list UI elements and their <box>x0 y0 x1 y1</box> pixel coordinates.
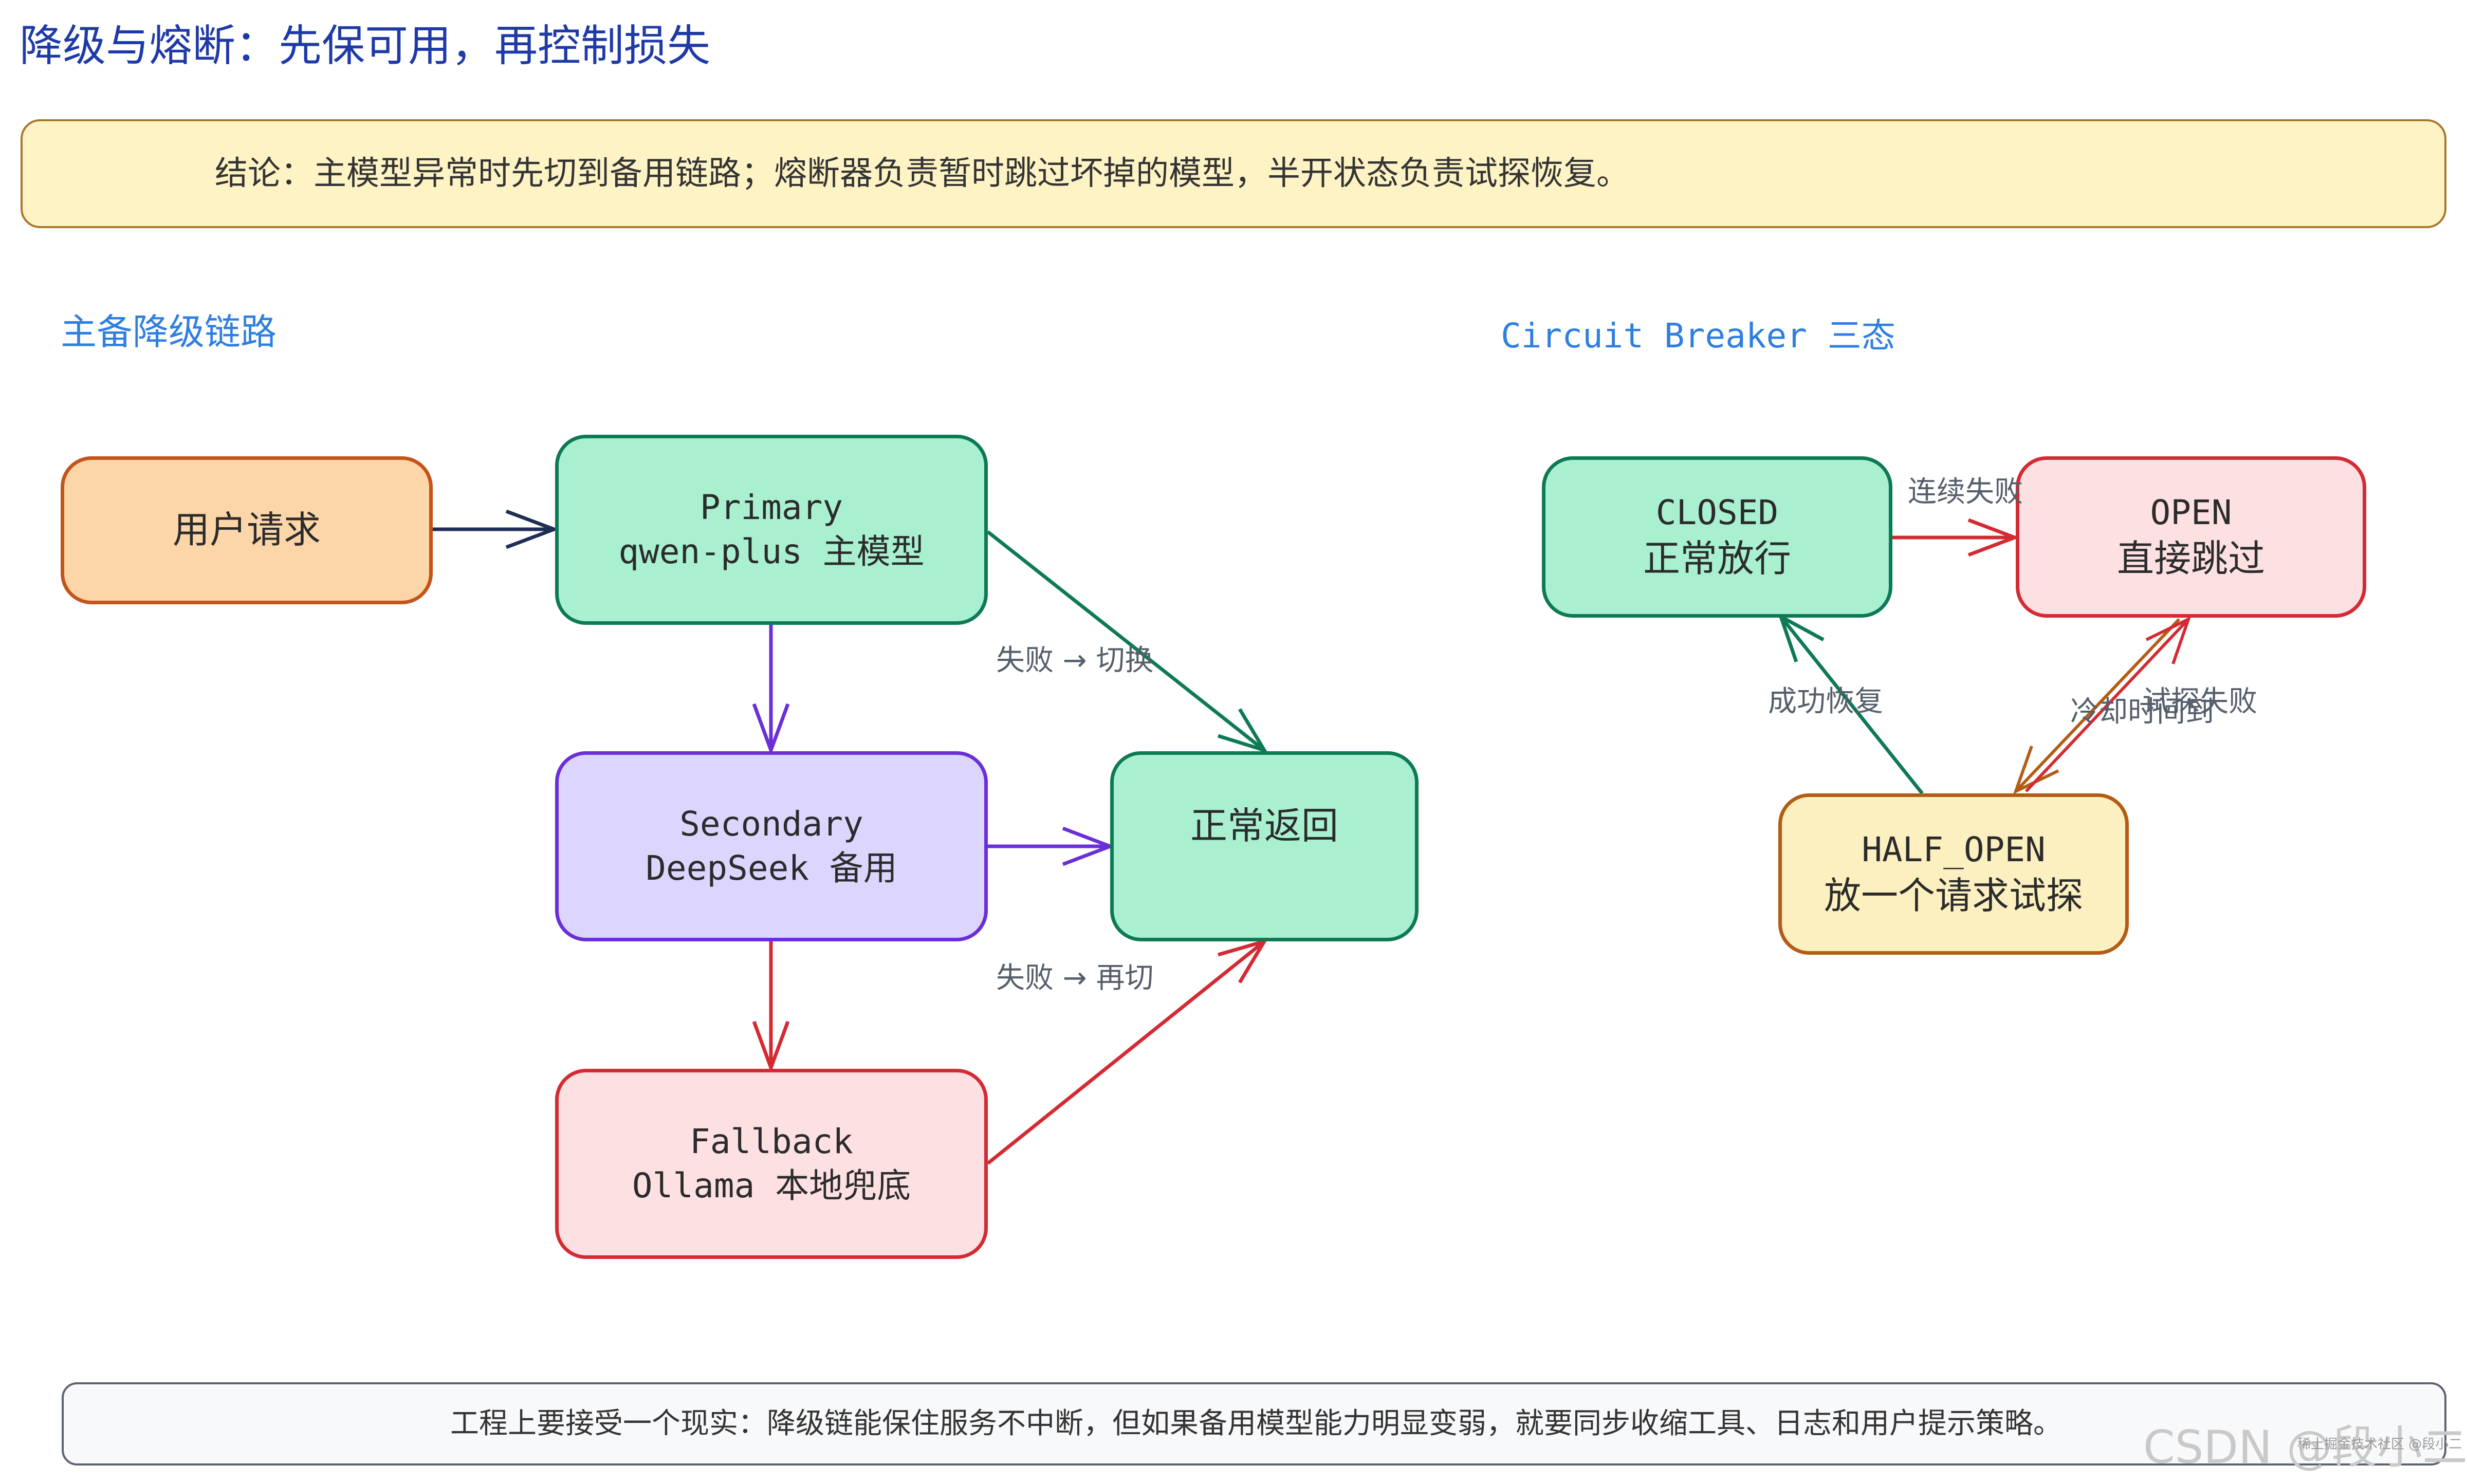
conclusion-banner: 结论：主模型异常时先切到备用链路；熔断器负责暂时跳过坏掉的模型，半开状态负责试探… <box>21 119 2446 228</box>
edge-primary-to-secondary <box>752 625 790 756</box>
edge-label-cooldown-expired: 冷却时间到 <box>2070 695 2214 729</box>
edge-label-probe-fail: 试探失败 <box>2142 685 2257 718</box>
watermark-small: 稀土掘金技术社区 @段小二 <box>2297 1437 2462 1452</box>
right-section-title: Circuit Breaker 三态 <box>1501 316 1895 356</box>
node-closed-line2: 正常放行 <box>1643 537 1791 581</box>
node-open-line2: 直接跳过 <box>2116 537 2265 581</box>
node-secondary[interactable]: Secondary DeepSeek 备用 <box>555 751 988 941</box>
edge-label-consecutive-fail: 连续失败 <box>1908 475 2023 509</box>
node-primary-line2: qwen-plus 主模型 <box>618 532 925 571</box>
edge-label-recover-success: 成功恢复 <box>1768 685 1883 718</box>
node-fallback[interactable]: Fallback Ollama 本地兜底 <box>555 1069 988 1259</box>
edge-fallback-to-normal <box>986 938 1268 1165</box>
node-normal-return-label: 正常返回 <box>1190 804 1338 847</box>
node-half-open-line1: HALF_OPEN <box>1862 830 2046 870</box>
footer-note-text: 工程上要接受一个现实：降级链能保住服务不中断，但如果备用模型能力明显变弱，就要同… <box>450 1407 2062 1440</box>
edge-user-to-primary <box>432 509 559 549</box>
node-normal-return[interactable]: 正常返回 <box>1110 751 1419 941</box>
node-closed-line1: CLOSED <box>1655 493 1779 533</box>
edge-secondary-to-normal <box>987 826 1115 866</box>
node-user-request-label: 用户请求 <box>172 508 321 552</box>
node-secondary-line2: DeepSeek 备用 <box>646 848 897 888</box>
node-half-open-line2: 放一个请求试探 <box>1824 874 2083 918</box>
node-secondary-line1: Secondary <box>679 804 863 844</box>
conclusion-text: 结论：主模型异常时先切到备用链路；熔断器负责暂时跳过坏掉的模型，半开状态负责试探… <box>215 155 1629 193</box>
edge-closed-to-open <box>1892 518 2020 557</box>
node-closed[interactable]: CLOSED 正常放行 <box>1542 456 1892 618</box>
edge-secondary-to-fallback <box>752 940 790 1073</box>
edge-label-secondary-fail: 失败 → 再切 <box>996 961 1154 995</box>
left-section-title: 主备降级链路 <box>61 311 277 353</box>
node-half-open[interactable]: HALF_OPEN 放一个请求试探 <box>1778 793 2129 955</box>
node-open-line1: OPEN <box>2150 493 2232 533</box>
edge-open-to-halfopen <box>2013 618 2181 794</box>
edge-label-primary-fail: 失败 → 切换 <box>996 644 1154 677</box>
node-fallback-line1: Fallback <box>690 1122 853 1162</box>
edge-halfopen-to-open <box>2024 616 2192 793</box>
watermark-csdn: CSDN @段小二 <box>2143 1421 2467 1474</box>
node-user-request[interactable]: 用户请求 <box>61 456 433 604</box>
footer-note: 工程上要接受一个现实：降级链能保住服务不中断，但如果备用模型能力明显变弱，就要同… <box>62 1382 2446 1466</box>
node-primary-line1: Primary <box>699 488 843 528</box>
node-fallback-line2: Ollama 本地兜底 <box>632 1166 911 1205</box>
page-title: 降级与熔断：先保可用，再控制损失 <box>20 21 711 71</box>
node-primary[interactable]: Primary qwen-plus 主模型 <box>555 435 988 625</box>
node-open[interactable]: OPEN 直接跳过 <box>2016 456 2366 618</box>
edge-primary-to-normal <box>986 530 1268 754</box>
